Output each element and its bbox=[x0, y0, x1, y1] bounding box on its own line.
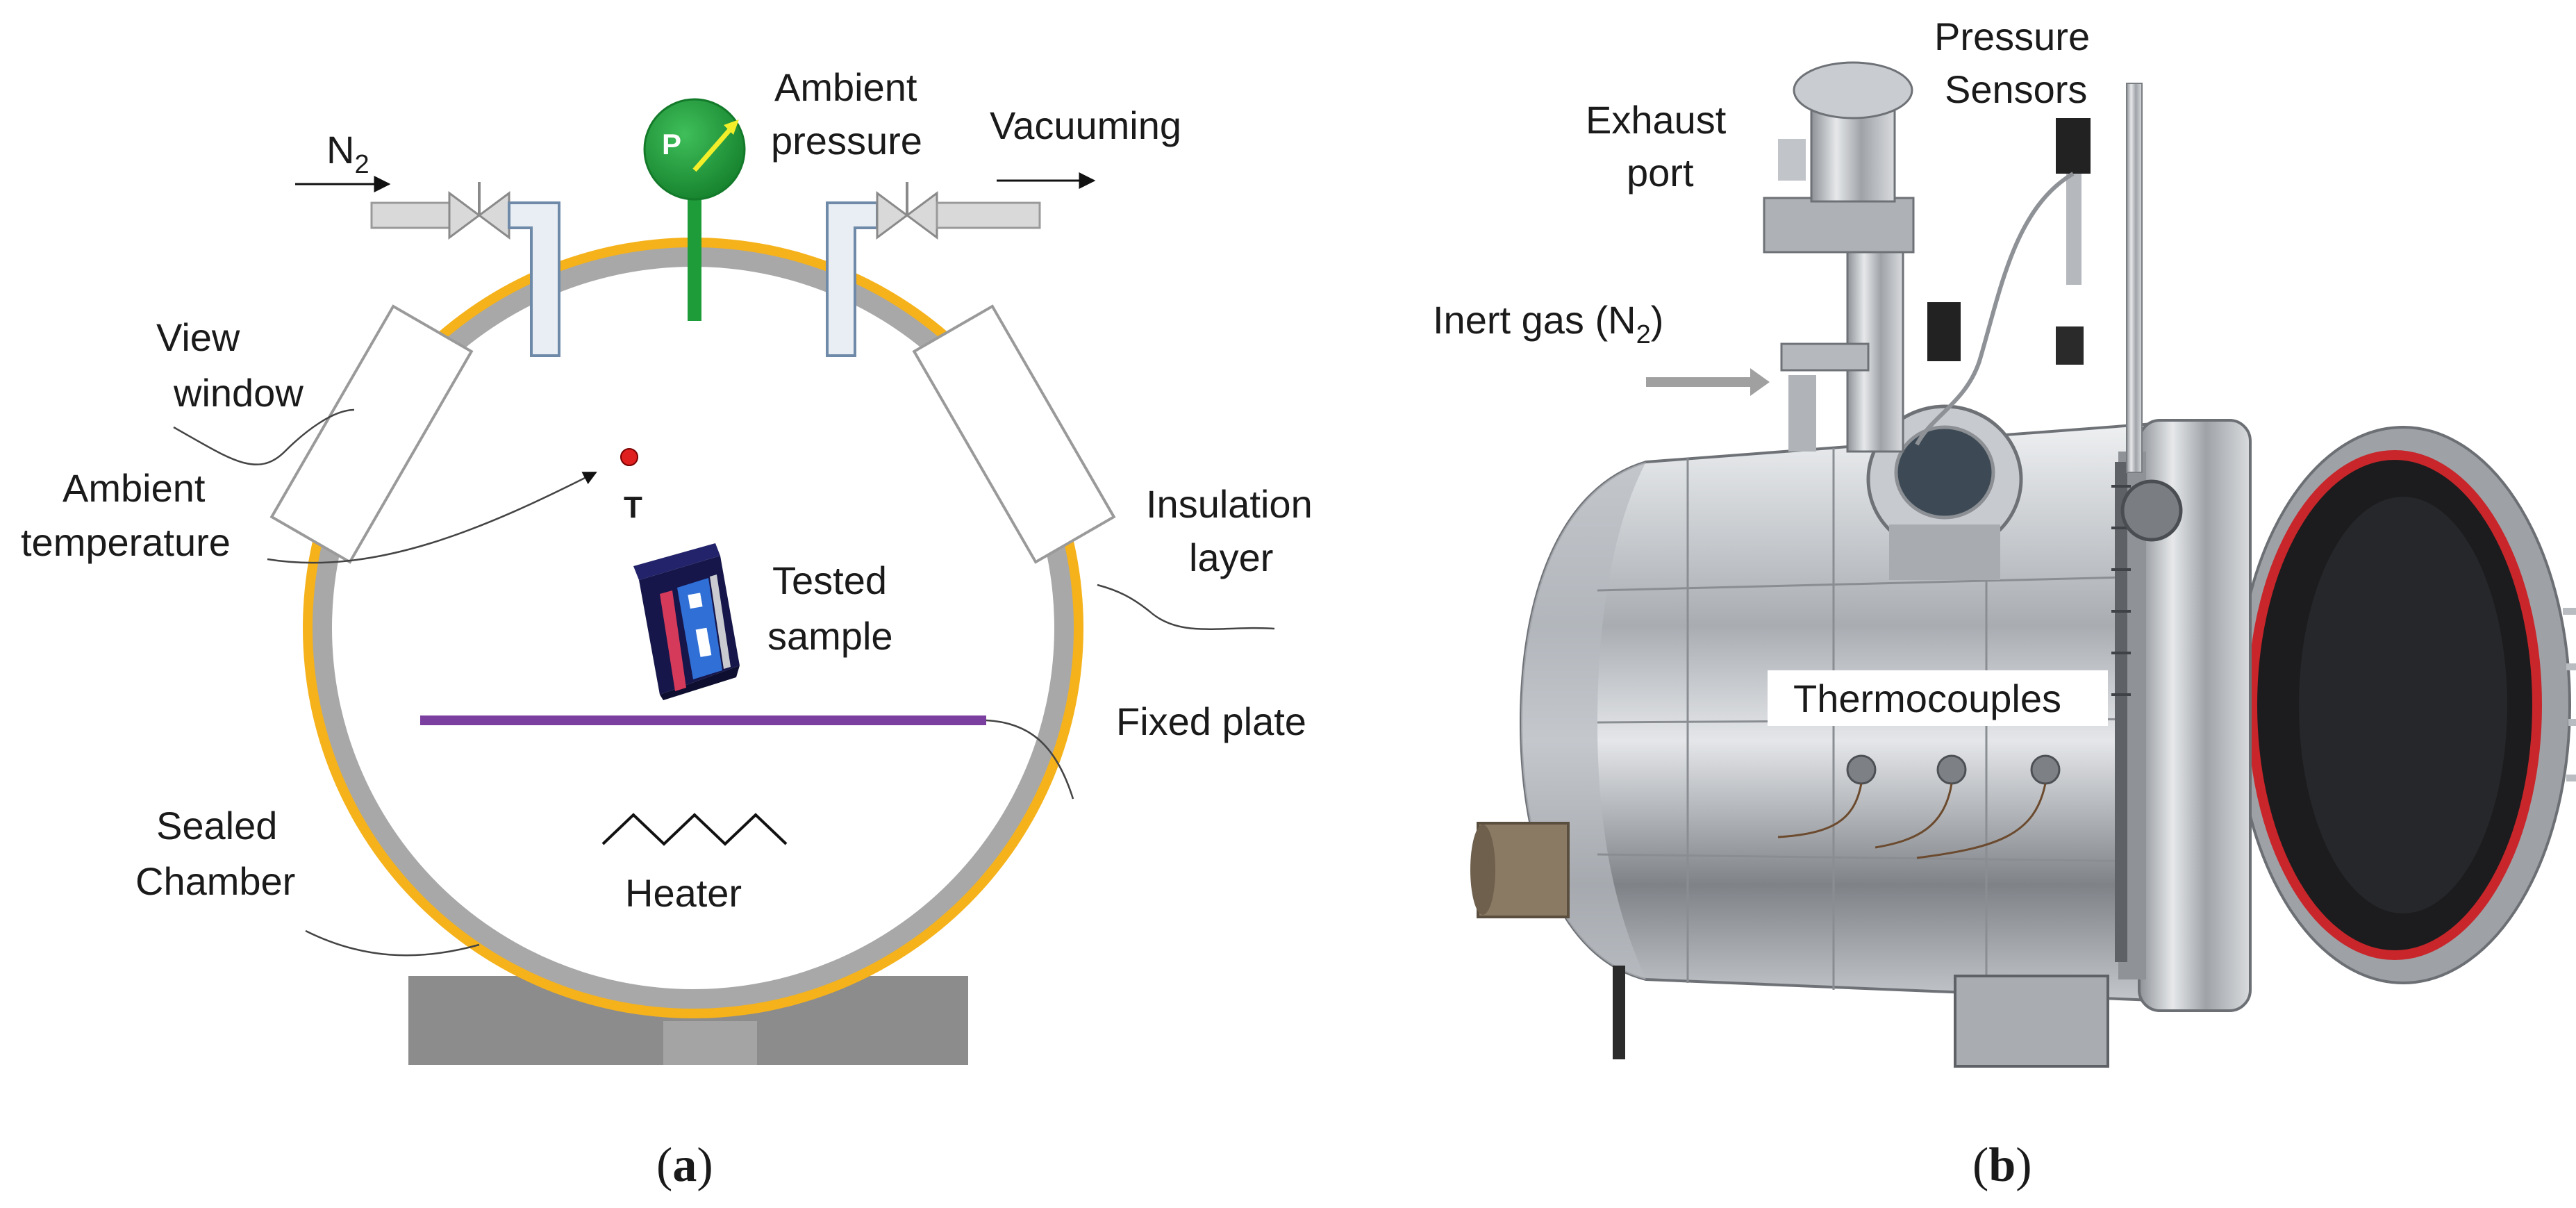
inlet-valve-assembly bbox=[370, 182, 560, 357]
gauge-letter: P bbox=[662, 128, 681, 160]
chamber-door bbox=[2235, 426, 2576, 984]
fixed-plate bbox=[420, 715, 986, 725]
sealed-chamber-label: Sealed Chamber bbox=[135, 804, 295, 903]
panel-b-photo: Pressure Sensors Exhaust port Inert gas … bbox=[1433, 15, 2576, 1192]
junction-box bbox=[1954, 975, 2109, 1068]
panel-a-leaders bbox=[173, 408, 1275, 957]
inert-gas-inlet bbox=[1788, 375, 1816, 452]
ambient-pressure-label: Ambient pressure bbox=[771, 65, 928, 163]
gear-rack bbox=[2115, 462, 2127, 962]
support-leg bbox=[1613, 966, 1625, 1059]
exhaust-port-label: Exhaust port bbox=[1586, 98, 1737, 195]
tested-sample-label: Tested sample bbox=[767, 559, 898, 658]
vertical-rod bbox=[2126, 83, 2143, 473]
side-port bbox=[1470, 822, 1570, 918]
gauge-arrow bbox=[692, 124, 735, 172]
view-window-right bbox=[912, 304, 1116, 564]
heater-coil bbox=[601, 813, 788, 846]
heater-label: Heater bbox=[625, 871, 742, 915]
temperature-point bbox=[620, 448, 638, 466]
viewport-window bbox=[1866, 404, 2023, 580]
pressure-sensors bbox=[1915, 83, 2143, 473]
insulation-layer-label: Insulation layer bbox=[1146, 482, 1323, 579]
view-window-left bbox=[269, 304, 474, 564]
chamber-base-highlight bbox=[663, 1021, 757, 1065]
pressure-gauge: P bbox=[643, 98, 746, 321]
caption-b: (b) bbox=[1972, 1139, 2032, 1192]
thermocouples-label-bg bbox=[1768, 670, 2108, 726]
thermocouple-wires bbox=[1777, 783, 2047, 859]
vacuum-valve-assembly bbox=[826, 182, 1041, 357]
ambient-temperature-label: Ambient temperature bbox=[21, 466, 231, 564]
pressure-sensors-label: Pressure Sensors bbox=[1934, 15, 2101, 111]
view-window-label: View window bbox=[156, 315, 304, 415]
inert-gas-arrow bbox=[1646, 368, 1770, 396]
exhaust-port bbox=[1763, 61, 1915, 453]
vacuuming-label: Vacuuming bbox=[990, 104, 1181, 147]
caption-a: (a) bbox=[656, 1139, 713, 1192]
inlet-n2-label: N2 bbox=[326, 128, 369, 179]
fixed-plate-label: Fixed plate bbox=[1116, 700, 1306, 743]
thermocouples-label: Thermocouples bbox=[1793, 677, 2061, 720]
inert-gas-label: Inert gas (N2) bbox=[1433, 298, 1663, 349]
panel-a-schematic: P T bbox=[21, 65, 1323, 1192]
drive-gear bbox=[2120, 479, 2183, 542]
temp-marker: T bbox=[624, 490, 642, 524]
tested-sample-battery bbox=[633, 543, 740, 700]
